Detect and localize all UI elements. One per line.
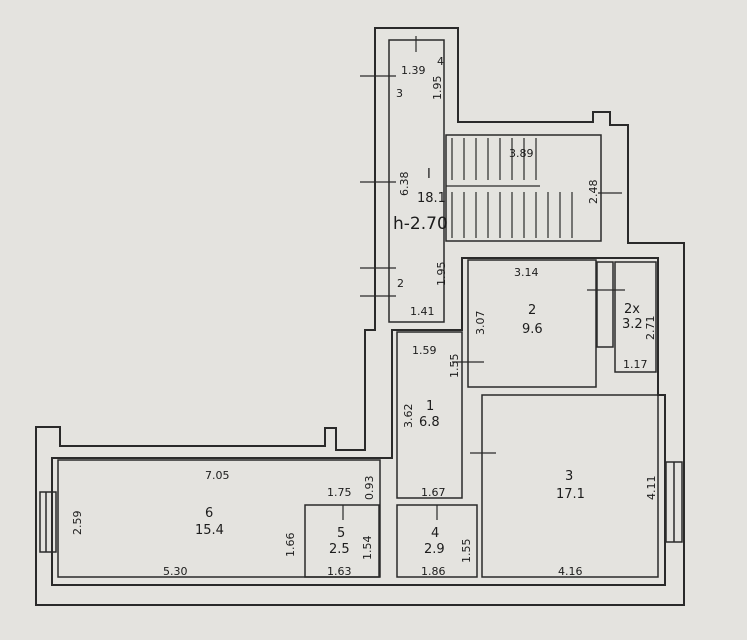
dimension-label: 2.71	[644, 316, 657, 341]
dimension-label: 1.54	[361, 536, 374, 561]
room-3-number: 3	[565, 469, 573, 484]
dimension-label: 0.93	[363, 476, 376, 501]
dimension-label: 1.63	[327, 565, 352, 578]
dimension-label: 1.75	[327, 486, 352, 499]
room-I-area: 18.1	[417, 191, 446, 206]
dimension-label: 1.55	[460, 539, 473, 564]
dimension-label: 2.48	[587, 180, 600, 205]
dimension-label: 4.11	[645, 476, 658, 501]
room-4-area: 2.9	[424, 542, 445, 557]
dimension-label: 1.41	[410, 305, 435, 318]
dimension-label: 3.62	[402, 404, 415, 429]
room-2-area: 9.6	[522, 322, 543, 337]
walls-thin	[39, 39, 683, 578]
dimension-label: 3.07	[474, 311, 487, 336]
room-1-number: 1	[426, 399, 434, 414]
dimension-label: 1.17	[623, 358, 648, 371]
dimension-label: 1.39	[401, 64, 426, 77]
room-2x-area: 3.2	[622, 317, 643, 332]
room-1-area: 6.8	[419, 415, 440, 430]
floor-height-label: h-2.70	[393, 214, 448, 234]
dimension-label: 5.30	[163, 565, 188, 578]
room-2-number: 2	[528, 303, 536, 318]
dimension-label: 1.95	[431, 76, 444, 101]
room-6-number: 6	[205, 506, 213, 521]
dimension-label: 3.89	[509, 147, 534, 160]
dimension-label: 2.59	[71, 511, 84, 536]
dimension-label: 4.16	[558, 565, 583, 578]
room-6-area: 15.4	[195, 523, 224, 538]
room-3-area: 17.1	[556, 487, 585, 502]
dimension-label: 1.55	[448, 354, 461, 379]
mark-label: 3	[396, 87, 403, 100]
stair-treads	[446, 138, 573, 238]
dimension-label: 1.66	[284, 533, 297, 558]
room-2x-number: 2x	[624, 302, 640, 317]
mark-label: 4	[437, 55, 444, 68]
dimension-ticks	[342, 36, 625, 520]
room-5-area: 2.5	[329, 542, 350, 557]
room-4-number: 4	[431, 526, 439, 541]
dimension-label: 1.67	[421, 486, 446, 499]
mark-label: 2	[397, 277, 404, 290]
outer-walls	[35, 27, 685, 606]
dimension-label: 6.38	[398, 172, 411, 197]
dimension-label: 1.59	[412, 344, 437, 357]
room-I-number: I	[427, 167, 431, 182]
dimension-label: 7.05	[205, 469, 230, 482]
dimension-label: 3.14	[514, 266, 539, 279]
dimension-label: 1.95	[435, 262, 448, 287]
dimension-label: 1.86	[421, 565, 446, 578]
room-5-number: 5	[337, 526, 345, 541]
